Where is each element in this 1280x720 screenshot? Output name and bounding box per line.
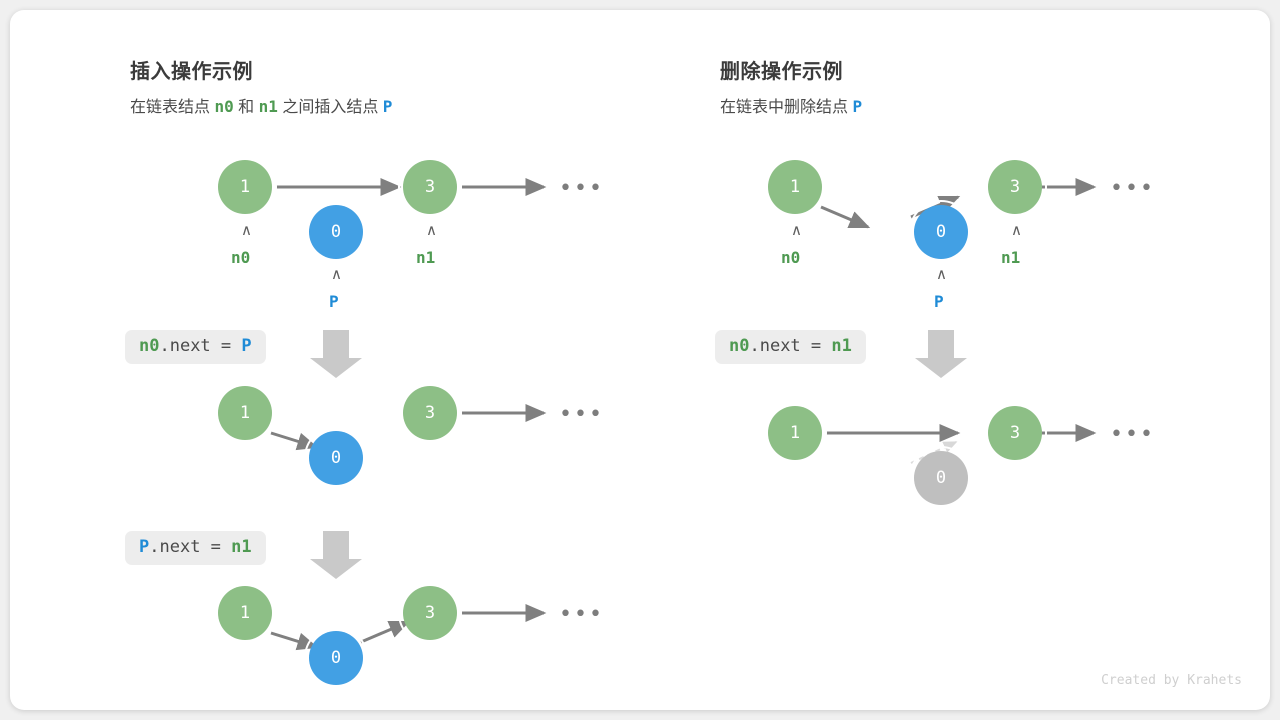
ellipsis-icon: ••• (559, 602, 604, 627)
node-label: 1 (239, 177, 251, 197)
ellipsis-icon: ••• (559, 402, 604, 427)
code-op: .next = (159, 336, 242, 356)
subtitle-text: 在链表中删除结点 (720, 99, 853, 116)
ellipsis-icon: ••• (1110, 176, 1155, 201)
node-label: 3 (1009, 177, 1021, 197)
diagram-card: 插入操作示例 在链表结点 n0 和 n1 之间插入结点 P (10, 10, 1270, 710)
panel-delete: 删除操作示例 在链表中删除结点 P 1 (640, 10, 1270, 710)
code-chip-step1: n0.next = n1 (715, 330, 866, 364)
code-chip-step1: n0.next = P (125, 330, 266, 364)
caret-icon: ∧ (331, 265, 342, 283)
code-rhs: P (241, 336, 252, 356)
node-label: 1 (239, 403, 251, 423)
caret-icon: ∧ (791, 221, 802, 239)
subtitle-text: 在链表结点 (130, 99, 215, 116)
subtitle-text: 之间插入结点 (277, 99, 383, 116)
node-value: 3 (398, 581, 462, 645)
node-value: 0 (304, 626, 368, 690)
caret-icon: ∧ (426, 221, 437, 239)
code-lhs: n0 (729, 336, 750, 356)
node-label: 0 (330, 648, 342, 668)
pointer-label-n0: n0 (231, 248, 251, 267)
subtitle-token-p: P (382, 97, 393, 116)
code-rhs: n1 (231, 537, 252, 557)
code-lhs: n0 (139, 336, 160, 356)
panel-title-insert: 插入操作示例 (130, 61, 253, 83)
panel-insert: 插入操作示例 在链表结点 n0 和 n1 之间插入结点 P (10, 10, 640, 710)
ellipsis-icon: ••• (559, 176, 604, 201)
code-chip-step2: P.next = n1 (125, 531, 266, 565)
code-op: .next = (149, 537, 232, 557)
node-label: 3 (424, 603, 436, 623)
pointer-label-n0: n0 (781, 248, 801, 267)
node-value: 3 (983, 401, 1047, 465)
node-label: 1 (789, 423, 801, 443)
ellipsis-icon: ••• (1110, 422, 1155, 447)
node-label: 3 (1009, 423, 1021, 443)
node-value-deleted: 0 (909, 446, 973, 510)
code-rhs: n1 (831, 336, 852, 356)
pointer-label-n1: n1 (416, 248, 436, 267)
pointer-label-p: P (934, 292, 944, 311)
node-label: 0 (935, 468, 947, 488)
step2-down-arrow-insert (310, 531, 362, 579)
node-label: 0 (330, 448, 342, 468)
caret-icon: ∧ (1011, 221, 1022, 239)
panel-subtitle-delete: 在链表中删除结点 P (720, 93, 862, 117)
insert-connectors (270, 178, 547, 651)
node-value: 1 (763, 401, 827, 465)
code-lhs: P (139, 537, 150, 557)
subtitle-text: 和 (233, 99, 259, 116)
code-op: .next = (749, 336, 832, 356)
node-label: 3 (424, 177, 436, 197)
node-label: 0 (330, 222, 342, 242)
panel-title-delete: 删除操作示例 (720, 61, 843, 83)
step1-down-arrow-insert (310, 330, 362, 378)
node-label: 0 (935, 222, 947, 242)
subtitle-token-n0: n0 (214, 97, 234, 116)
node-label: 1 (239, 603, 251, 623)
credit-text: Created by Krahets (1101, 673, 1242, 688)
subtitle-token-p: P (852, 97, 863, 116)
step1-down-arrow-delete (915, 330, 967, 378)
subtitle-token-n1: n1 (258, 97, 278, 116)
node-label: 1 (789, 177, 801, 197)
node-label: 3 (424, 403, 436, 423)
caret-icon: ∧ (936, 265, 947, 283)
pointer-label-n1: n1 (1001, 248, 1021, 267)
pointer-label-p: P (329, 292, 339, 311)
node-value: 0 (304, 200, 368, 264)
panel-subtitle-insert: 在链表结点 n0 和 n1 之间插入结点 P (130, 93, 392, 117)
caret-icon: ∧ (241, 221, 252, 239)
node-value: 1 (213, 581, 277, 645)
